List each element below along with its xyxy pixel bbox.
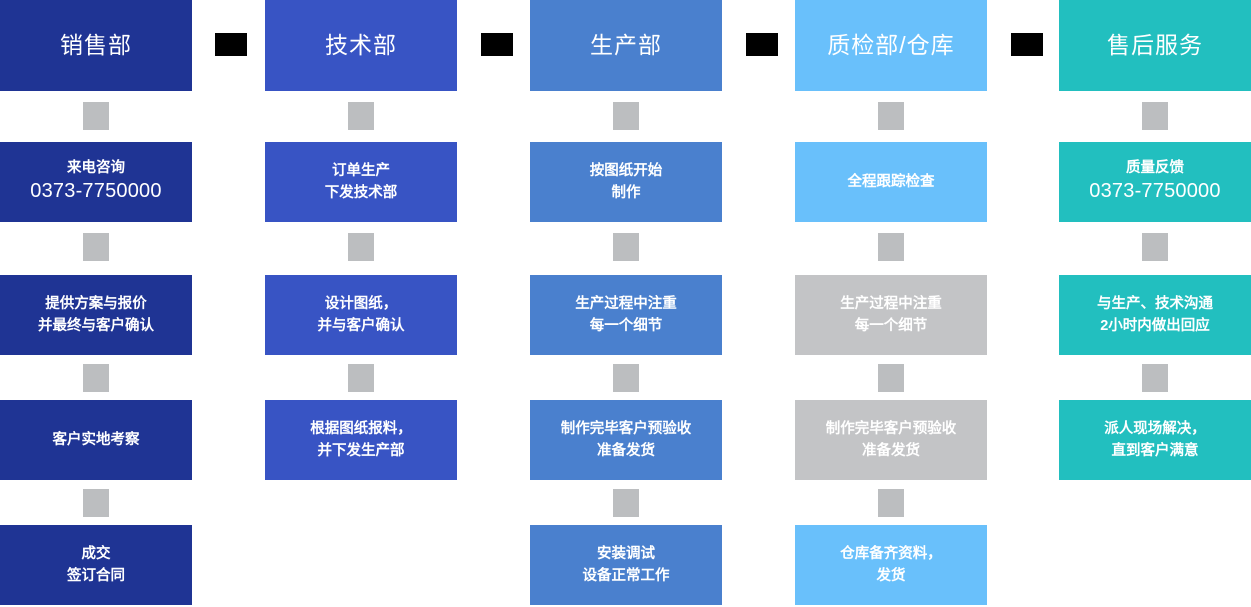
flow-step-text-line: 设备正常工作	[582, 568, 670, 584]
flow-step-text-line: 派人现场解决，	[1104, 420, 1206, 437]
flow-step-engineering-3[interactable]: 根据图纸报料， 并下发生产部	[265, 400, 457, 480]
down-arrow-connector-icon	[83, 489, 109, 517]
down-arrow-connector-icon	[878, 233, 904, 261]
flow-column-production: 生产部按图纸开始制作生产过程中注重每一个细节制作完毕客户预验收准备发货安装调试设…	[530, 0, 722, 607]
column-header-label: 生产部	[590, 32, 662, 59]
flow-step-text-line: 制作完毕客户预验收	[825, 420, 957, 437]
flow-step-sales-3[interactable]: 客户实地考察	[0, 400, 192, 480]
down-arrow-connector-icon	[613, 233, 639, 261]
flow-step-text-line: 质量反馈	[1126, 159, 1184, 176]
flow-step-phone: 0373-7750000	[30, 180, 162, 203]
flow-step-text-line: 2小时内做出回应	[1100, 318, 1210, 334]
flow-step-production-1[interactable]: 按图纸开始制作	[530, 142, 722, 222]
flow-step-after-sales-3[interactable]: 派人现场解决， 直到客户满意	[1059, 400, 1251, 480]
flow-step-text-line: 全程跟踪检查	[847, 173, 935, 190]
down-arrow-connector-icon	[83, 102, 109, 130]
flow-step-sales-1[interactable]: 来电咨询 0373-7750000	[0, 142, 192, 222]
flow-step-engineering-1[interactable]: 订单生产下发技术部	[265, 142, 457, 222]
flow-step-text-line: 客户实地考察	[52, 431, 140, 448]
down-arrow-connector-icon	[613, 364, 639, 392]
flow-step-text-line: 根据图纸报料，	[310, 420, 412, 437]
column-header-after-sales[interactable]: 售后服务	[1059, 0, 1251, 91]
flow-step-text-line: 安装调试	[597, 545, 655, 562]
flow-step-text-line: 按图纸开始	[589, 162, 663, 179]
flow-step-text-line: 准备发货	[862, 443, 920, 459]
right-arrow-connector-icon	[1011, 33, 1043, 56]
flow-step-production-3[interactable]: 制作完毕客户预验收准备发货	[530, 400, 722, 480]
down-arrow-connector-icon	[348, 364, 374, 392]
flow-step-text-line: 与生产、技术沟通	[1097, 295, 1213, 312]
down-arrow-connector-icon	[83, 233, 109, 261]
down-arrow-connector-icon	[348, 102, 374, 130]
column-header-qc-warehouse[interactable]: 质检部/仓库	[795, 0, 987, 91]
flow-step-text-line: 制作	[611, 185, 641, 201]
down-arrow-connector-icon	[613, 489, 639, 517]
flow-step-qc-warehouse-4[interactable]: 仓库备齐资料， 发货	[795, 525, 987, 605]
flow-step-text-line: 并最终与客户确认	[38, 318, 154, 334]
flow-step-text-line: 设计图纸，	[324, 295, 398, 312]
right-arrow-connector-icon	[746, 33, 778, 56]
down-arrow-connector-icon	[878, 102, 904, 130]
flow-step-text-line: 每一个细节	[854, 318, 928, 334]
flow-step-text-line: 签订合同	[67, 568, 125, 584]
flow-step-text-line: 制作完毕客户预验收	[560, 420, 692, 437]
flow-step-qc-warehouse-3[interactable]: 制作完毕客户预验收准备发货	[795, 400, 987, 480]
flow-step-text-line: 成交	[81, 545, 111, 562]
flow-step-text-line: 订单生产	[332, 162, 390, 179]
down-arrow-connector-icon	[613, 102, 639, 130]
down-arrow-connector-icon	[1142, 102, 1168, 130]
flow-step-production-4[interactable]: 安装调试设备正常工作	[530, 525, 722, 605]
flow-step-text-line: 下发技术部	[324, 185, 398, 201]
flow-step-text-line: 并下发生产部	[317, 443, 405, 459]
flow-step-engineering-2[interactable]: 设计图纸， 并与客户确认	[265, 275, 457, 355]
column-header-label: 技术部	[325, 32, 397, 59]
down-arrow-connector-icon	[83, 364, 109, 392]
flow-step-text-line: 并与客户确认	[317, 318, 405, 334]
flow-step-text-line: 仓库备齐资料，	[840, 545, 942, 562]
flow-column-qc-warehouse: 质检部/仓库全程跟踪检查生产过程中注重每一个细节制作完毕客户预验收准备发货仓库备…	[795, 0, 987, 607]
flow-step-text-line: 发货	[876, 568, 906, 584]
down-arrow-connector-icon	[878, 364, 904, 392]
flow-step-text-line: 生产过程中注重	[840, 295, 942, 312]
flow-step-text-line: 来电咨询	[67, 159, 125, 176]
column-header-label: 销售部	[60, 32, 132, 59]
flow-step-text-line: 准备发货	[597, 443, 655, 459]
flow-step-after-sales-2[interactable]: 与生产、技术沟通 2小时内做出回应	[1059, 275, 1251, 355]
column-header-label: 质检部/仓库	[827, 32, 955, 59]
column-header-engineering[interactable]: 技术部	[265, 0, 457, 91]
column-header-sales[interactable]: 销售部	[0, 0, 192, 91]
flow-step-text-line: 生产过程中注重	[575, 295, 677, 312]
flow-step-qc-warehouse-2[interactable]: 生产过程中注重每一个细节	[795, 275, 987, 355]
column-header-label: 售后服务	[1107, 32, 1203, 59]
right-arrow-connector-icon	[215, 33, 247, 56]
flow-step-production-2[interactable]: 生产过程中注重每一个细节	[530, 275, 722, 355]
column-header-production[interactable]: 生产部	[530, 0, 722, 91]
down-arrow-connector-icon	[878, 489, 904, 517]
flow-step-text-line: 直到客户满意	[1111, 443, 1199, 459]
flow-column-engineering: 技术部订单生产下发技术部设计图纸， 并与客户确认根据图纸报料， 并下发生产部	[265, 0, 457, 607]
flow-step-sales-2[interactable]: 提供方案与报价并最终与客户确认	[0, 275, 192, 355]
down-arrow-connector-icon	[1142, 364, 1168, 392]
flow-step-phone: 0373-7750000	[1089, 180, 1221, 203]
down-arrow-connector-icon	[348, 233, 374, 261]
flow-step-text-line: 提供方案与报价	[45, 295, 147, 312]
flow-step-qc-warehouse-1[interactable]: 全程跟踪检查	[795, 142, 987, 222]
flow-step-after-sales-1[interactable]: 质量反馈 0373-7750000	[1059, 142, 1251, 222]
flow-step-sales-4[interactable]: 成交签订合同	[0, 525, 192, 605]
down-arrow-connector-icon	[1142, 233, 1168, 261]
right-arrow-connector-icon	[481, 33, 513, 56]
flow-step-text-line: 每一个细节	[589, 318, 663, 334]
